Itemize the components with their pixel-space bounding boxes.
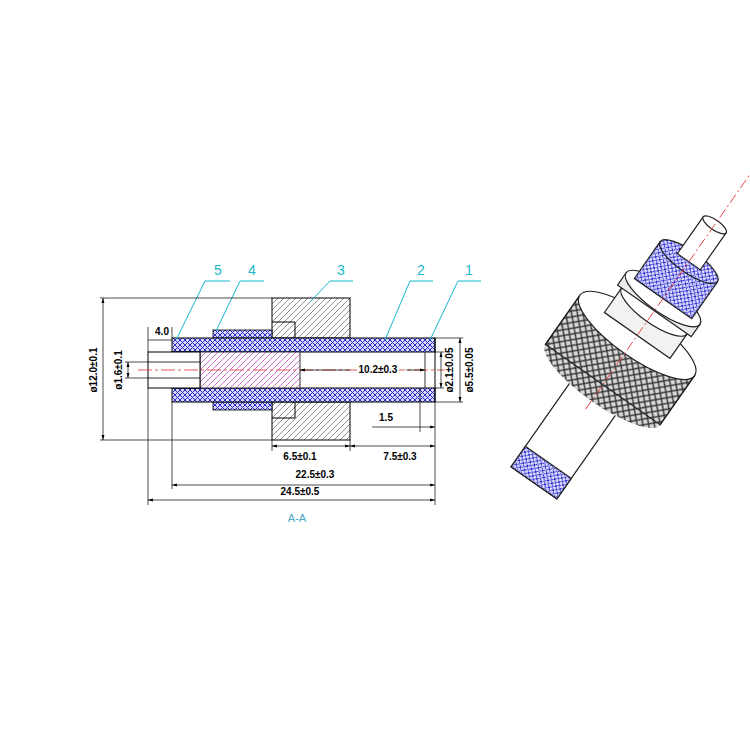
callout-number: 2 (417, 263, 425, 277)
dimension-label: ø1.6±0.1 (114, 350, 124, 389)
callout-number: 3 (337, 263, 345, 277)
section-label: A-A (288, 513, 306, 524)
dimension-label: ø5.5±0.05 (465, 348, 475, 393)
dimension-label: 7.5±0.3 (383, 452, 416, 462)
callout-number: 1 (465, 263, 473, 277)
dimension-label: ø12.0±0.1 (89, 348, 99, 393)
dimension-label: 6.5±0.1 (283, 452, 316, 462)
callout-number: 5 (214, 263, 222, 277)
dimension-label: 4.0 (155, 327, 169, 337)
dimension-label: 1.5 (379, 413, 393, 423)
callout-number: 4 (248, 263, 256, 277)
dimension-label: 10.2±0.3 (357, 365, 400, 375)
dimension-label: 24.5±0.5 (281, 487, 320, 497)
dimension-label: ø2.1±0.05 (445, 348, 455, 393)
dimension-label: 22.5±0.3 (296, 470, 335, 480)
